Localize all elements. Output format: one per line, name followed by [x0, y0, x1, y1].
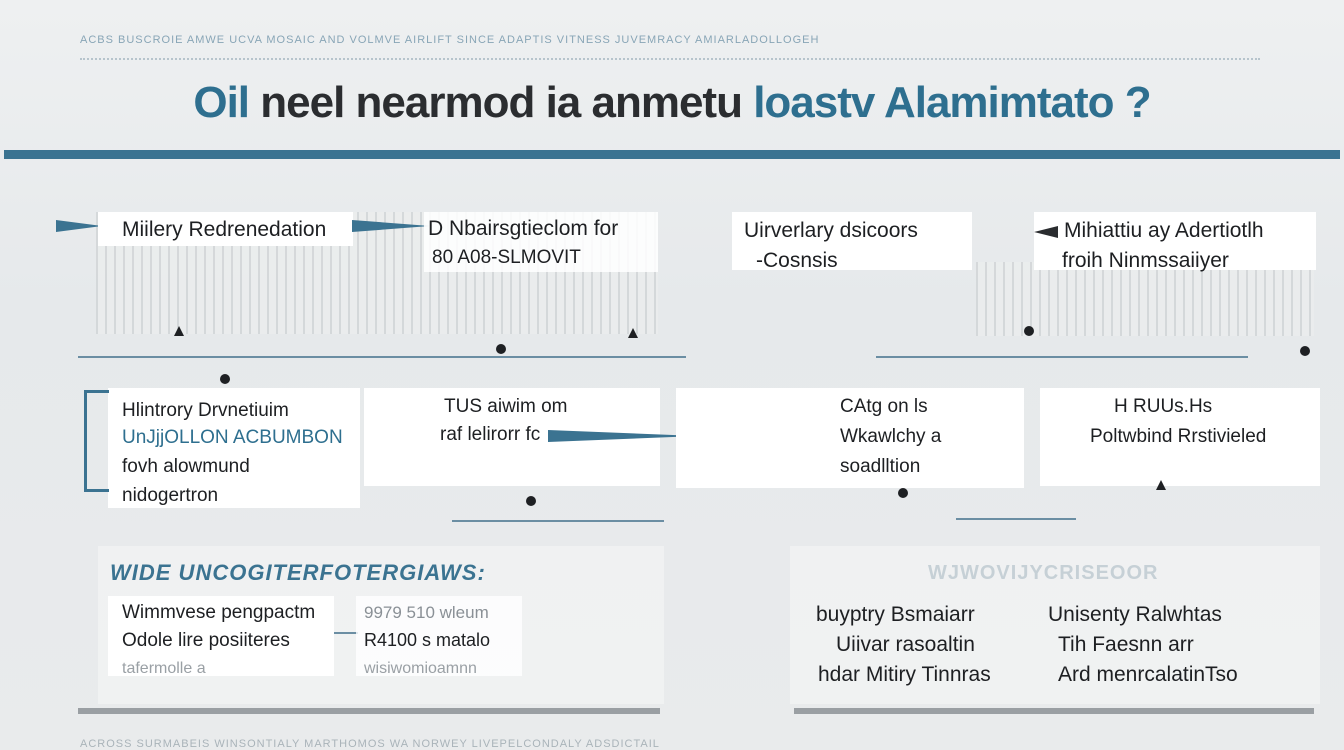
- left-panel-connector: [334, 632, 358, 634]
- right-summary-panel: [790, 546, 1320, 704]
- row1-right-illustration: [976, 262, 1314, 336]
- row1-card-3: [732, 212, 972, 270]
- top-ticker-text: ACBS BUSCROIE AMWE UCVA MOSAIC AND VOLMV…: [80, 34, 820, 46]
- row1-junction-dot: [1300, 346, 1310, 356]
- right-panel-col-1-line-1: buyptry Bsmaiarr: [816, 603, 975, 626]
- row2-card-1: [108, 388, 360, 508]
- row2-connector-arrow-icon: [548, 430, 698, 442]
- top-dotted-divider: [80, 58, 1260, 60]
- row2-card-1-line-4: nidogertron: [122, 485, 219, 506]
- row1-card-4: [1034, 212, 1316, 270]
- left-panel-card-1-line-1: Wimmvese pengpactm: [122, 602, 316, 623]
- row2-card-4-line-2: Poltwbind Rrstivieled: [1090, 426, 1267, 447]
- row1-marker-icon: [174, 326, 184, 336]
- row1-card-3-line-1: Uirverlary dsicoors: [744, 219, 918, 242]
- row2-card-4-line-1: H RUUs.Hs: [1114, 396, 1213, 417]
- left-panel-card-1-line-3: tafermolle a: [122, 660, 206, 677]
- row1-arrow-mid-icon: [352, 220, 430, 232]
- row2-card-4: [1040, 388, 1320, 486]
- right-panel-bottom-bar: [794, 708, 1314, 714]
- row2-card-3: [676, 388, 1024, 488]
- row1-card-4-line-2: froih Ninmssaiiyer: [1062, 249, 1229, 272]
- left-panel-card-1: [108, 596, 334, 676]
- title-part-1: Oil: [193, 78, 250, 127]
- left-panel-heading: WIDE UNCOGITERFOTERGIAWS:: [110, 560, 486, 585]
- row2-card-3-line-2: Wkawlchy a: [840, 426, 942, 447]
- row1-junction-dot: [1024, 326, 1034, 336]
- row1-card-1: [98, 212, 353, 246]
- row1-marker-icon: [628, 328, 638, 338]
- row1-card-3-line-2: -Cosnsis: [756, 249, 838, 272]
- row1-junction-dot: [496, 344, 506, 354]
- row2-card-3-line-1: CAtg on ls: [840, 396, 928, 417]
- row2-marker-icon: [1156, 480, 1166, 490]
- row2-card-1-line-3: fovh alowmund: [122, 456, 250, 477]
- right-panel-col-1-line-2: Uiivar rasoaltin: [836, 633, 975, 656]
- right-panel-col-2-line-1: Unisenty Ralwhtas: [1048, 603, 1222, 626]
- row1-card-1-text: Miilery Redrenedation: [122, 218, 327, 241]
- row2-junction-dot: [526, 496, 536, 506]
- row2-card-2-line-1: TUS aiwim om: [444, 396, 568, 417]
- row2-card-1-line-1: Hlintrory Drvnetiuim: [122, 400, 289, 421]
- row2-card-1-line-2: UnJjjOLLON ACBUMBON: [122, 427, 343, 448]
- row1-underline-left: [78, 356, 686, 358]
- row1-card-2-line-1: D Nbairsgtieclom for: [428, 217, 619, 240]
- row2-junction-dot: [898, 488, 908, 498]
- row1-arrow-right-icon: [1034, 226, 1058, 238]
- row2-card-3-line-3: soadlltion: [840, 456, 921, 477]
- title-underline: [4, 150, 1340, 159]
- right-panel-col-2-line-3: Ard menrcalatinTso: [1058, 663, 1238, 686]
- row2-underline-left: [452, 520, 664, 522]
- row1-card-2: [424, 212, 658, 272]
- row2-card-2-line-2: raf lelirorr fc: [440, 424, 541, 445]
- row1-underline-right: [876, 356, 1248, 358]
- right-panel-heading: WJWOVIJYCRISEOOR: [928, 562, 1159, 584]
- left-panel-bottom-bar: [78, 708, 660, 714]
- left-panel-card-2-line-1: 9979 510 wleum: [364, 603, 489, 622]
- bottom-ticker-text: ACROSS SURMABEIS WINSONTIALY MARTHOMOS W…: [80, 738, 660, 750]
- left-panel-card-2: [356, 596, 522, 676]
- right-panel-col-2-line-2: Tih Faesnn arr: [1058, 633, 1194, 656]
- row1-junction-dot: [220, 374, 230, 384]
- left-panel-card-1-line-2: Odole lire posiiteres: [122, 630, 290, 651]
- row1-card-4-line-1: Mihiattiu ay Adertiotlh: [1064, 219, 1264, 242]
- page-title: Oil neel nearmod ia anmetu loastv Alamim…: [0, 78, 1344, 128]
- row1-arrow-left-icon: [56, 220, 102, 232]
- row2-card-1-bracket: [84, 390, 109, 492]
- title-part-2: neel nearmod ia anmetu: [249, 78, 754, 127]
- left-panel-card-2-line-2: R4100 s matalo: [364, 630, 491, 650]
- right-panel-col-1-line-3: hdar Mitiry Tinnras: [818, 663, 991, 686]
- title-part-3: loastv Alamimtato ?: [753, 78, 1151, 127]
- row2-underline-right: [956, 518, 1076, 520]
- left-panel-card-2-line-3: wisiwomioamnn: [364, 660, 477, 677]
- row1-card-2-line-2: 80 A08-SLMOVIT: [432, 247, 581, 268]
